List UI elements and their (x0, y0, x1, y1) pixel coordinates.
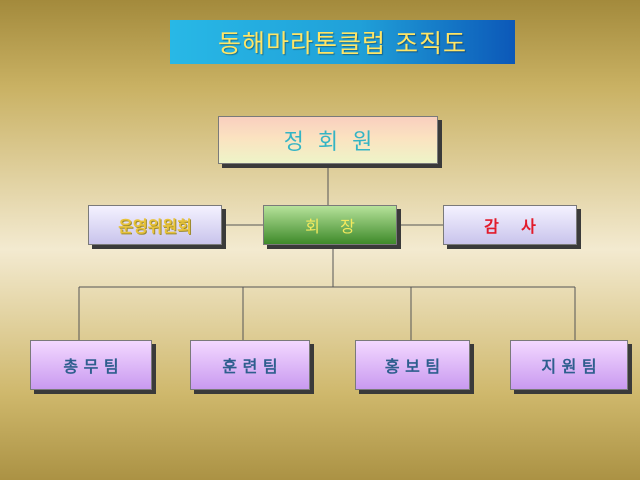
node-team-support: 지 원 팀 (510, 340, 628, 390)
node-auditor: 감 사 (443, 205, 577, 245)
node-members: 정 회 원 (218, 116, 438, 164)
node-team-pr: 홍 보 팀 (355, 340, 470, 390)
node-committee: 운영위원회 (88, 205, 222, 245)
page-title: 동해마라톤클럽 조직도 (170, 20, 515, 64)
node-team-training: 훈 련 팀 (190, 340, 310, 390)
node-team-general: 총 무 팀 (30, 340, 152, 390)
node-president: 회 장 (263, 205, 397, 245)
